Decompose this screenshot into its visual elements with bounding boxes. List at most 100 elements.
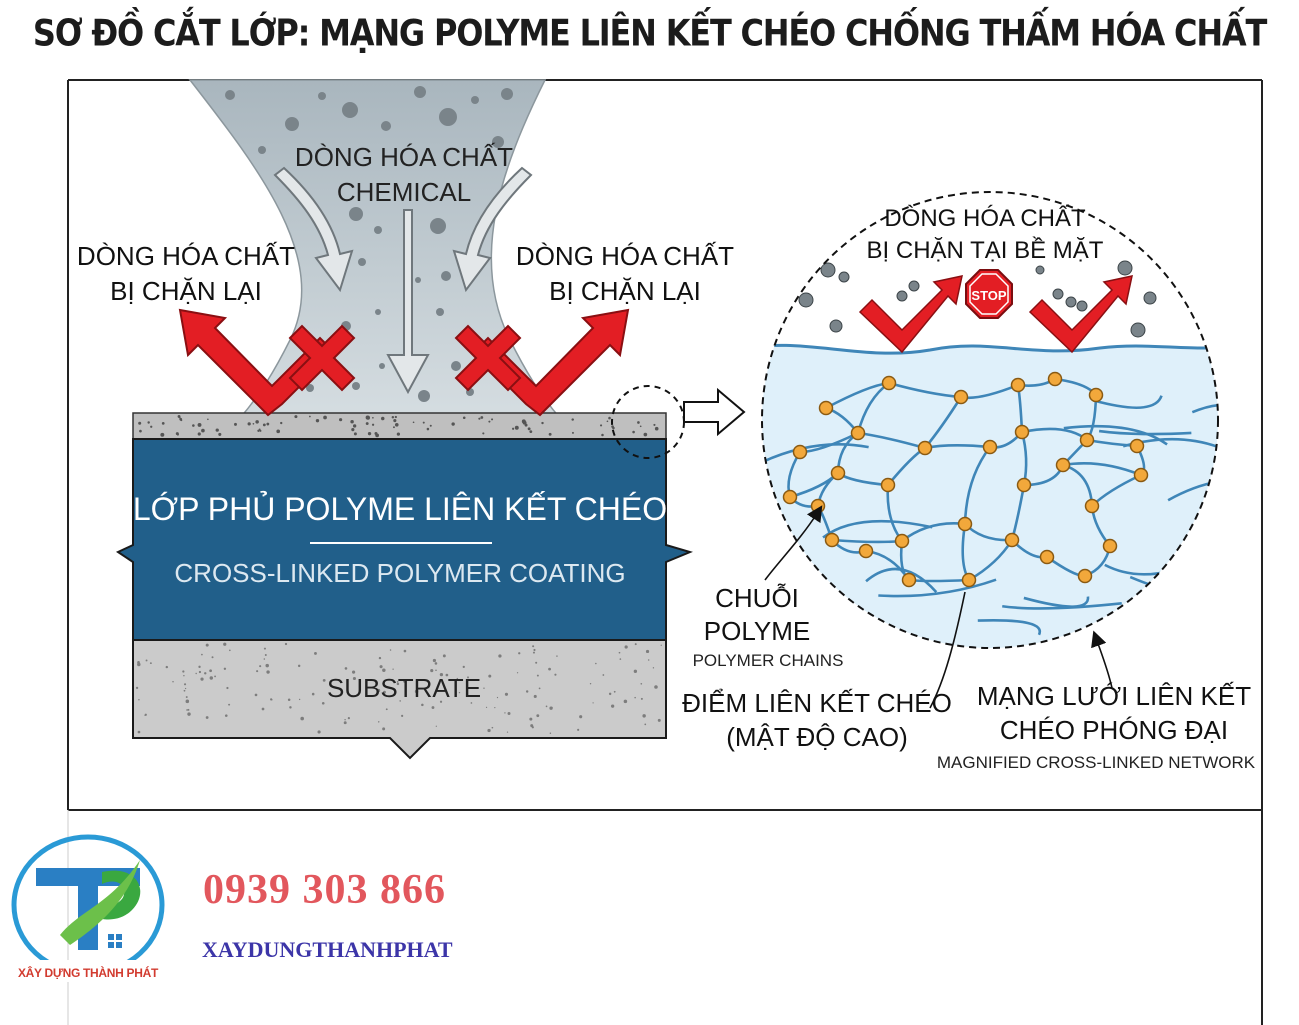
speckle [211, 656, 214, 659]
surface-particle [1117, 260, 1133, 276]
speckle [470, 702, 473, 704]
blocked-left-line1: DÒNG HÓA CHẤT [77, 241, 295, 271]
speckle [351, 428, 355, 432]
speckle [491, 418, 494, 421]
network-label-line2: CHÉO PHÓNG ĐẠI [1000, 715, 1228, 745]
chains-leader [764, 505, 823, 581]
speckle [533, 648, 536, 652]
surface-particle [1065, 296, 1077, 308]
speckle [412, 421, 415, 424]
crosslink-node [1016, 477, 1032, 493]
speckle [571, 418, 574, 421]
speckle [491, 726, 494, 729]
speckle [321, 701, 325, 705]
polymer-chain [1191, 403, 1218, 421]
network-label-en: MAGNIFIED CROSS-LINKED NETWORK [937, 753, 1256, 772]
speckle [353, 424, 357, 428]
speckle [394, 422, 399, 427]
chains-label-line1: CHUỖI [715, 583, 799, 613]
speckle [485, 706, 488, 709]
stream-label-vi: DÒNG HÓA CHẤT [295, 142, 513, 172]
speckle [399, 700, 401, 702]
speckle [284, 642, 288, 646]
speckle [317, 730, 321, 734]
magnified-label-line1: DÒNG HÓA CHẤT [884, 204, 1086, 232]
speckle [350, 419, 354, 424]
speckle [339, 418, 343, 422]
company-logo [10, 834, 166, 982]
speckle [262, 423, 266, 427]
brand-name[interactable]: XAYDUNGTHANHPHAT [202, 937, 453, 962]
speckle [506, 731, 509, 733]
polymer-chain [822, 519, 933, 539]
polymer-chain [1023, 596, 1090, 608]
speckle [215, 428, 219, 432]
crosslink-node [1039, 549, 1055, 565]
speckle [353, 432, 357, 436]
speckle [652, 667, 655, 669]
speckle [139, 429, 142, 433]
speckle [653, 423, 656, 426]
chemical-particle [501, 88, 513, 100]
speckle [385, 708, 388, 711]
polymer-chain [1196, 520, 1218, 551]
crosslink-node [894, 533, 910, 549]
zoom-callout [611, 385, 746, 459]
speckle [259, 429, 262, 432]
speckle [634, 643, 637, 646]
speckle [623, 699, 628, 704]
speckle [323, 415, 327, 420]
speckle [182, 670, 185, 673]
chemical-particle [414, 86, 426, 98]
chemical-particle [492, 136, 504, 148]
surface-deflect-arrows [858, 275, 1133, 354]
speckle [198, 665, 201, 668]
chemical-particle [375, 309, 381, 315]
surface-particle [820, 262, 836, 278]
speckle [624, 645, 628, 649]
speckle [421, 703, 424, 707]
speckle [160, 432, 165, 437]
speckle [147, 421, 150, 424]
speckle [608, 692, 612, 696]
speckle [514, 425, 519, 430]
contact-phone[interactable]: 0939 303 866 [203, 867, 446, 913]
speckle [378, 721, 380, 723]
chemical-particle [352, 382, 360, 390]
speckle [619, 658, 622, 660]
speckle [577, 728, 580, 731]
speckle [536, 714, 540, 718]
speckle [311, 692, 315, 696]
speckle [137, 662, 141, 667]
speckle [639, 425, 642, 428]
chemical-particle [374, 226, 382, 234]
speckle [640, 682, 643, 685]
speckle [382, 727, 386, 731]
speckle [287, 698, 291, 702]
speckle [276, 429, 281, 434]
chemical-particle [258, 146, 266, 154]
coating-label-vi: LỚP PHỦ POLYME LIÊN KẾT CHÉO [133, 491, 667, 527]
chemical-particle [358, 258, 366, 266]
speckle [487, 728, 491, 733]
polymer-chain [1098, 429, 1192, 436]
page-title: SƠ ĐỒ CẮT LỚP: MẠNG POLYME LIÊN KẾT CHÉO… [32, 11, 1267, 55]
speckle [183, 675, 185, 677]
speckle [606, 420, 609, 423]
stream-label-en: CHEMICAL [337, 177, 471, 207]
speckle [483, 687, 485, 689]
speckle [165, 665, 169, 669]
deflect-arrow-left [178, 308, 356, 417]
chemical-particle [451, 361, 461, 371]
chemical-particle [381, 121, 391, 131]
speckle [393, 419, 397, 423]
crosslink-node [818, 400, 834, 416]
speckle [375, 433, 379, 438]
speckle [365, 415, 370, 420]
speckle [516, 672, 519, 674]
crosslink-node [1077, 568, 1093, 584]
speckle [192, 424, 195, 427]
flow-arrow-left [273, 166, 354, 293]
crosslink-node [881, 375, 897, 391]
